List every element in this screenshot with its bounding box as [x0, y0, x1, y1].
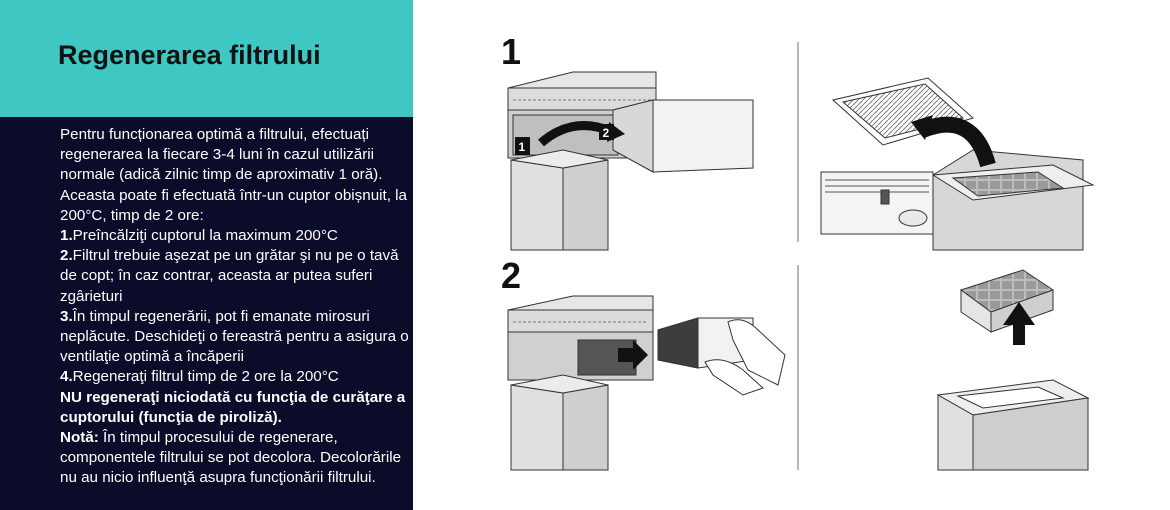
step-2-label: 2 — [501, 255, 521, 296]
instructions-panel: Pentru funcționarea optimă a filtrului, … — [0, 117, 413, 510]
step-number: 4. — [60, 368, 73, 386]
illustration-area: 1 2 1 2 — [413, 0, 1170, 510]
step-number: 3. — [60, 307, 73, 325]
instructions-text: Pentru funcționarea optimă a filtrului, … — [60, 125, 410, 489]
hood-step2-illustration — [507, 295, 754, 471]
filter-removal-diagram: 1 2 1 2 — [501, 31, 1095, 471]
step-number: 2. — [60, 247, 73, 265]
step-text: În timpul regenerării, pot fi emanate mi… — [60, 307, 409, 366]
note-label: Notă: — [60, 429, 99, 447]
callout-badge-1 — [515, 137, 530, 155]
step-text: Regeneraţi filtrul timp de 2 ore la 200°… — [72, 368, 339, 386]
hood-step1-illustration — [507, 71, 754, 251]
step-text: Preîncălziţi cuptorul la maximum 200°C — [72, 227, 338, 245]
callout-2: 2 — [603, 126, 610, 140]
intro-paragraph: Pentru funcționarea optimă a filtrului, … — [60, 126, 407, 224]
lift-arrow-icon — [920, 116, 996, 168]
callout-1: 1 — [519, 140, 526, 154]
lift-arrow-icon — [1003, 302, 1035, 345]
slide-arrow-icon — [618, 340, 648, 370]
step-number: 1. — [60, 227, 73, 245]
hand-icon — [727, 319, 786, 386]
arrow-head-icon — [911, 115, 933, 140]
step-item: 4.Regeneraţi filtrul timp de 2 ore la 20… — [60, 367, 410, 387]
step-item: 1.Preîncălziţi cuptorul la maximum 200°C — [60, 226, 410, 246]
filter-cassette-illustration — [936, 269, 1090, 471]
detail-inset — [820, 171, 934, 235]
step-1-label: 1 — [501, 31, 521, 72]
callout-badge-2 — [599, 124, 614, 140]
note-text: În timpul procesului de regenerare, comp… — [60, 429, 402, 487]
step-item: 2.Filtrul trebuie aşezat pe un grătar şi… — [60, 246, 410, 307]
page-title: Regenerarea filtrului — [58, 40, 321, 70]
step-text: Filtrul trebuie aşezat pe un grătar şi n… — [60, 247, 399, 305]
note: Notă: În timpul procesului de regenerare… — [60, 428, 410, 489]
warning-text: NU regeneraţi niciodată cu funcţia de cu… — [60, 388, 406, 426]
hand-icon — [704, 359, 764, 396]
step-item: 3.În timpul regenerării, pot fi emanate … — [60, 307, 410, 368]
title-banner: Regenerarea filtrului — [0, 0, 413, 117]
